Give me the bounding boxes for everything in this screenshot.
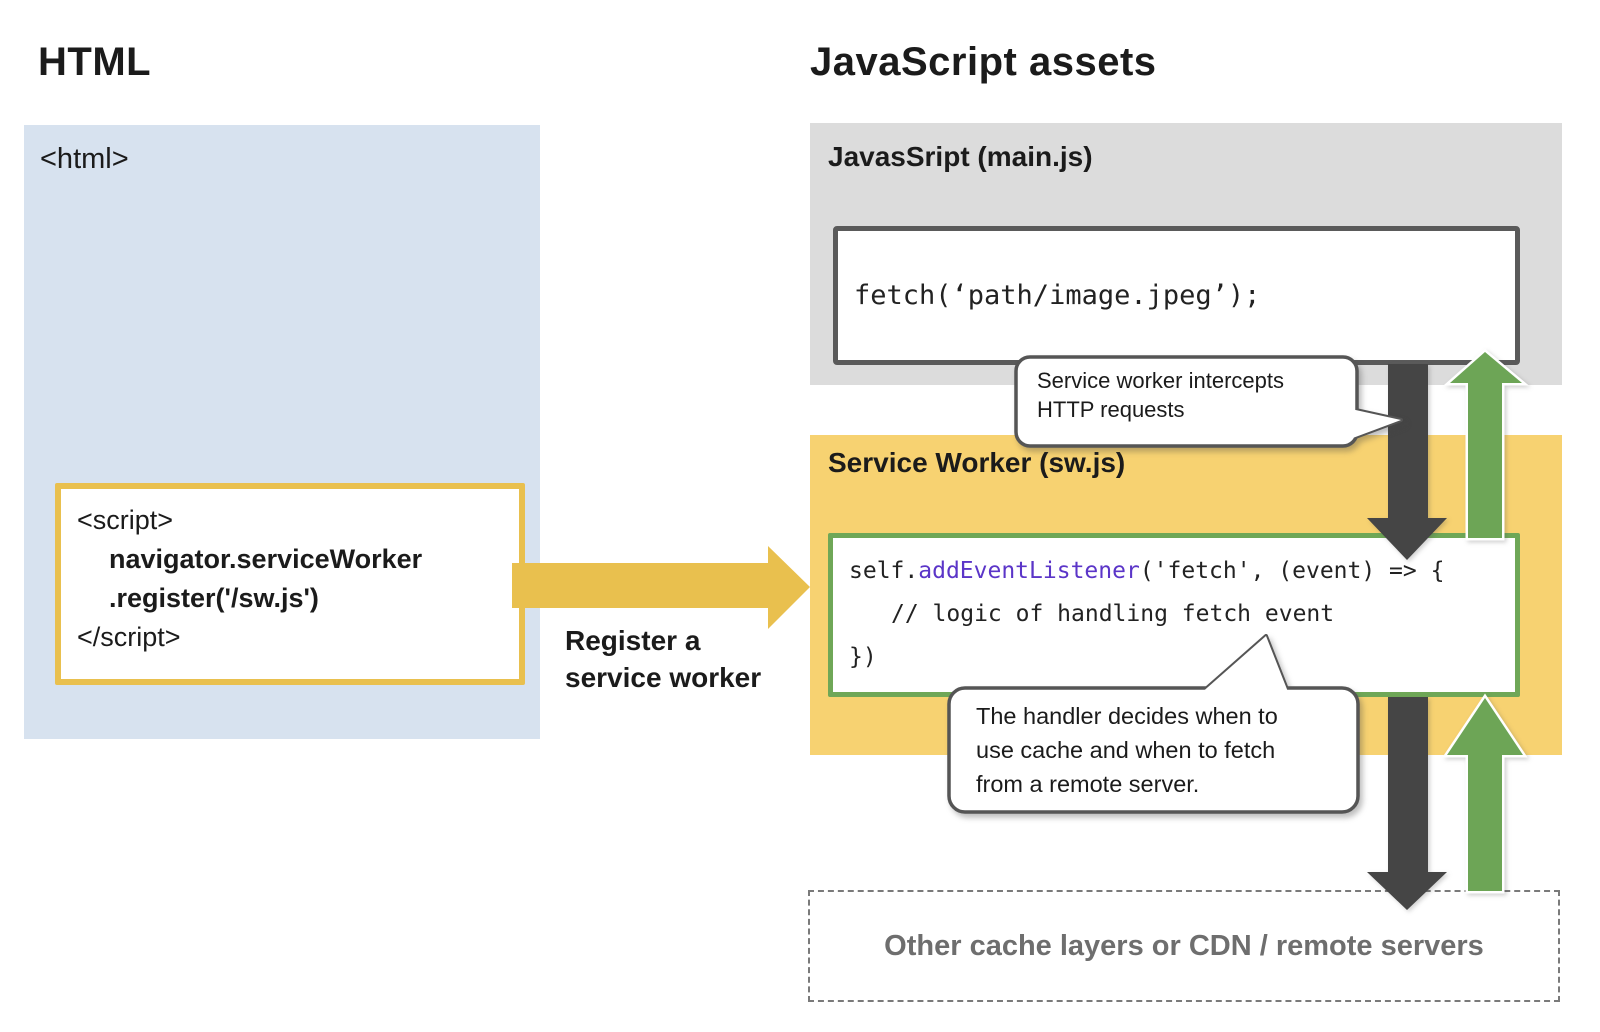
handler-bubble-line-1: The handler decides when to bbox=[976, 703, 1278, 729]
sw-code-line-2: // logic of handling fetch event bbox=[891, 601, 1335, 627]
other-cache-layers-label: Other cache layers or CDN / remote serve… bbox=[884, 929, 1484, 962]
html-section-heading: HTML bbox=[38, 40, 152, 84]
sw-code-self: self. bbox=[849, 558, 919, 584]
sw-code-addeventlistener: addEventListener bbox=[918, 558, 1140, 584]
service-worker-zone-title: Service Worker (sw.js) bbox=[828, 447, 1126, 478]
intercept-bubble-line-1: Service worker intercepts bbox=[1037, 368, 1284, 393]
register-label-line-2: service worker bbox=[565, 662, 762, 693]
script-open-tag: <script> bbox=[77, 505, 174, 535]
intercept-bubble-text: Service worker intercepts HTTP requests bbox=[1037, 366, 1284, 424]
register-arrow-icon bbox=[512, 546, 810, 629]
script-line-register: .register('/sw.js') bbox=[109, 583, 319, 613]
script-close-tag: </script> bbox=[77, 622, 181, 652]
register-arrow-label: Register a service worker bbox=[565, 622, 761, 696]
fetch-code-box: fetch(‘path/image.jpeg’); bbox=[833, 226, 1520, 365]
handler-bubble-line-2: use cache and when to fetch bbox=[976, 737, 1276, 763]
register-label-line-1: Register a bbox=[565, 625, 701, 656]
handler-bubble-line-3: from a remote server. bbox=[976, 771, 1200, 797]
sw-code-args: ('fetch', (event) => { bbox=[1139, 558, 1445, 584]
other-cache-layers-box: Other cache layers or CDN / remote serve… bbox=[808, 890, 1560, 1002]
intercept-bubble-line-2: HTTP requests bbox=[1037, 397, 1185, 422]
sw-code-line-1: self.addEventListener('fetch', (event) =… bbox=[849, 550, 1515, 593]
register-script-box: <script> navigator.serviceWorker .regist… bbox=[55, 483, 525, 685]
js-assets-section-heading: JavaScript assets bbox=[810, 40, 1157, 84]
script-line-navigator: navigator.serviceWorker bbox=[109, 544, 423, 574]
sw-code-box: self.addEventListener('fetch', (event) =… bbox=[828, 533, 1520, 697]
fetch-code-line: fetch(‘path/image.jpeg’); bbox=[854, 280, 1261, 311]
handler-bubble-text: The handler decides when to use cache an… bbox=[976, 699, 1278, 801]
html-tag-label: <html> bbox=[40, 143, 129, 175]
mainjs-zone-title: JavasSript (main.js) bbox=[828, 141, 1093, 172]
sw-code-line-3: }) bbox=[849, 644, 877, 670]
